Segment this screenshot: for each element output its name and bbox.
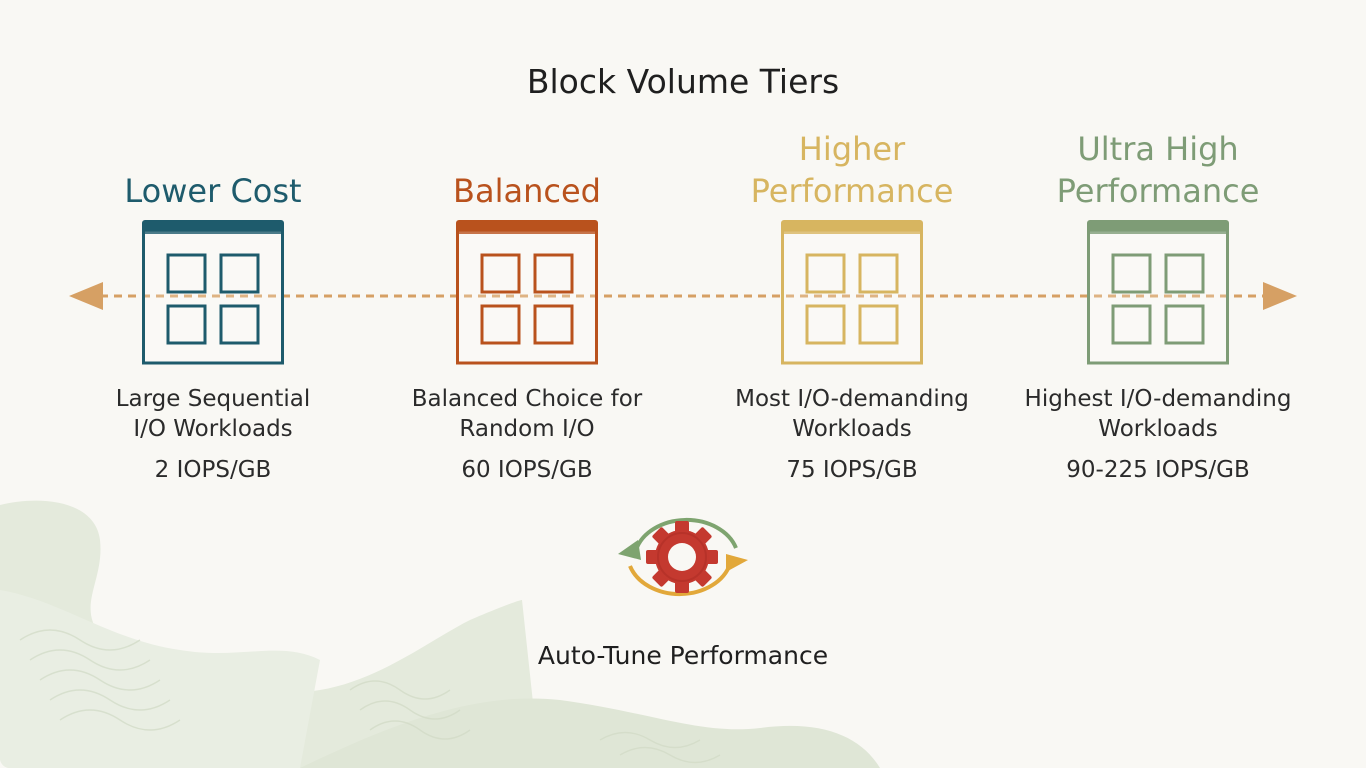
tier-heading-line: Balanced (453, 172, 601, 210)
tier-heading: Balanced (377, 120, 677, 212)
block-volume-icon (456, 220, 598, 365)
tier-heading-line: Higher (798, 130, 906, 168)
block-volume-icon (1087, 220, 1229, 365)
tier-iops: 90-225 IOPS/GB (1066, 457, 1250, 483)
gear-cycle-icon (618, 517, 748, 597)
tier-description-line: Most I/O-demanding (735, 386, 969, 412)
autotune-label: Auto-Tune Performance (537, 641, 829, 670)
tier-description-line: Large Sequential (115, 386, 311, 412)
tier-heading: Lower Cost (63, 120, 363, 212)
tier-description-line: Random I/O (459, 416, 595, 442)
tier-description: Balanced Choice for Random I/O (377, 384, 677, 444)
tier-iops: 75 IOPS/GB (786, 457, 918, 483)
tier-description-line: I/O Workloads (133, 416, 293, 442)
tier-description-line: Workloads (1098, 416, 1218, 442)
left-arrowhead-icon (69, 282, 103, 310)
slide-title: Block Volume Tiers (526, 62, 840, 101)
tier-heading-line: Performance (750, 172, 954, 210)
tier-iops: 60 IOPS/GB (461, 457, 593, 483)
tier-description-line: Balanced Choice for (411, 386, 643, 412)
tier-heading-line: Ultra High (1077, 130, 1239, 168)
tier-heading: Ultra High Performance (1008, 120, 1308, 212)
tier-description-line: Workloads (792, 416, 912, 442)
right-arrowhead-icon (1263, 282, 1297, 310)
tier-heading-line: Lower Cost (124, 172, 302, 210)
tier-description: Large Sequential I/O Workloads (63, 384, 363, 444)
tier-description: Highest I/O-demanding Workloads (1008, 384, 1308, 444)
tier-description-line: Highest I/O-demanding (1024, 386, 1292, 412)
tier-heading-line: Performance (1056, 172, 1260, 210)
tier-description: Most I/O-demanding Workloads (702, 384, 1002, 444)
tier-iops: 2 IOPS/GB (154, 457, 272, 483)
block-volume-icon (142, 220, 284, 365)
block-volume-icon (781, 220, 923, 365)
tier-heading: Higher Performance (702, 120, 1002, 212)
